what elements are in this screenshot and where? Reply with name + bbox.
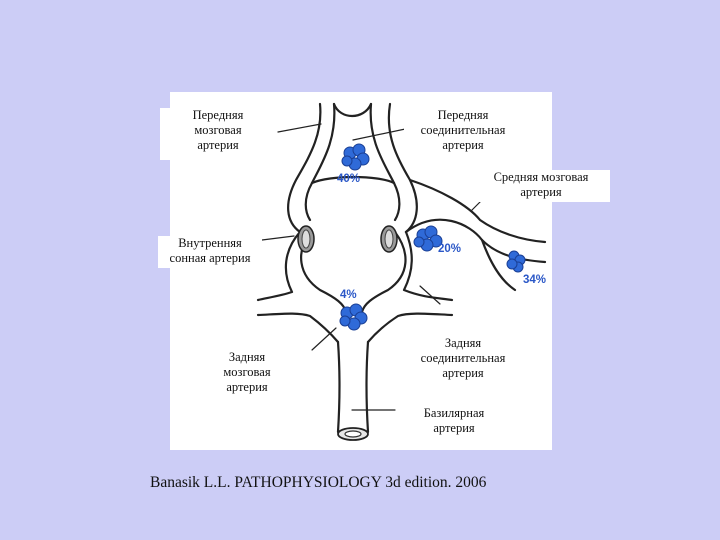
aneurysm-middle	[506, 250, 526, 273]
right-posterior-outer	[366, 312, 454, 344]
left-posterior-outer	[256, 312, 340, 344]
pointer-posterior-communicating	[419, 285, 441, 305]
pointer-anterior-cerebral	[277, 123, 322, 133]
label-internal-carotid: Внутренняя сонная артерия	[158, 236, 262, 268]
basilar-left-wall	[336, 340, 341, 434]
anterior-junction-top	[332, 102, 373, 118]
right-posterior-inner	[360, 230, 407, 314]
left-carotid-down	[256, 230, 302, 302]
pointer-internal-carotid	[261, 235, 295, 241]
basilar-right-wall	[365, 340, 370, 434]
middle-cerebral-descend	[480, 238, 517, 292]
label-anterior-cerebral: Передняя мозговая артерия	[160, 108, 276, 160]
middle-cerebral-branch-upper	[408, 178, 547, 244]
citation-caption: Banasik L.L. PATHOPHYSIOLOGY 3d edition.…	[150, 474, 487, 491]
label-basilar: Базилярная артерия	[408, 406, 500, 436]
label-middle-cerebral: Средняя мозговая артерия	[472, 170, 610, 202]
aneurysm-anterior	[341, 143, 370, 171]
vessel-outline-right-inner	[369, 102, 401, 222]
vessel-outline-left-outer	[287, 102, 322, 234]
anterior-communicating-outline	[310, 175, 396, 185]
label-posterior-communicating: Задняя соединительная артерия	[404, 336, 522, 381]
percent-anterior: 40%	[337, 173, 360, 185]
aneurysm-posterior	[339, 303, 368, 331]
percent-posterior: 4%	[340, 289, 357, 301]
label-anterior-communicating: Передняя соединительная артерия	[404, 108, 522, 153]
percent-middle: 34%	[523, 274, 546, 286]
percent-carotid: 20%	[438, 243, 461, 255]
aneurysm-carotid	[413, 225, 443, 252]
pointer-posterior-cerebral	[311, 327, 337, 351]
right-carotid-down	[402, 230, 454, 302]
pointer-anterior-communicating	[352, 127, 411, 141]
label-posterior-cerebral: Задняя мозговая артерия	[206, 350, 288, 395]
